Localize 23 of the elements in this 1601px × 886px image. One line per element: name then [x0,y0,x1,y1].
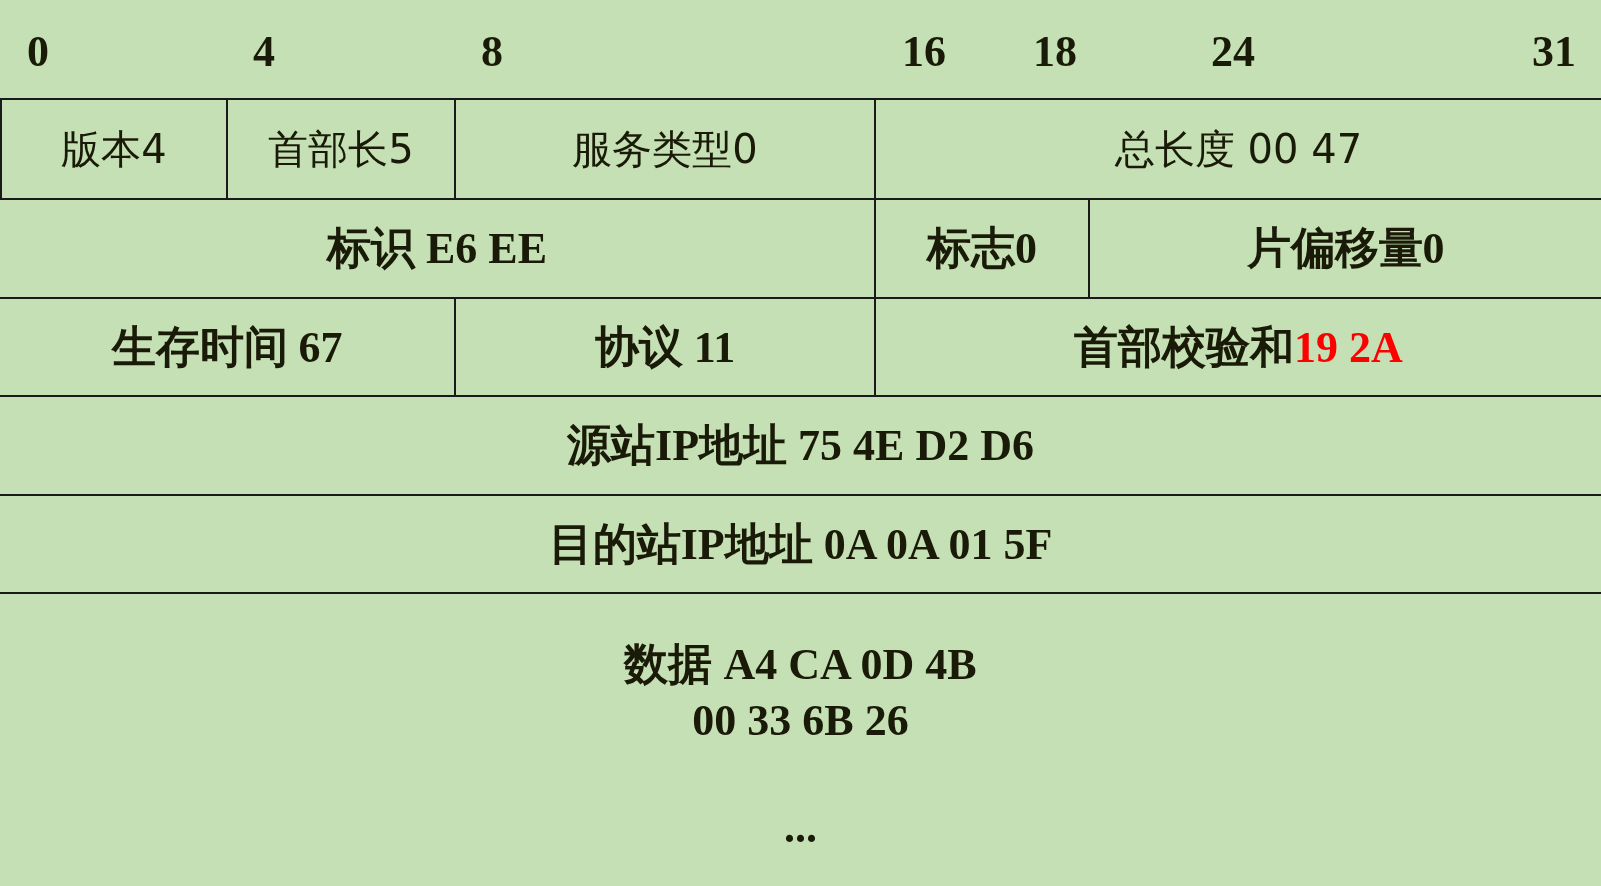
bit-number: 16 [902,25,946,77]
field-text: 源站IP地址 75 4E D2 D6 [567,420,1034,472]
bit-number: 31 [1532,25,1576,77]
field-text: 首部长5 [268,124,414,174]
field-text: 数据 A4 CA 0D 4B 00 33 6B 26 [622,639,978,747]
checksum-value: 19 2A [1294,321,1403,373]
bit-number: 4 [253,25,275,77]
bit-number: 24 [1211,25,1255,77]
bit-number: 0 [27,25,49,77]
field-text: 总长度 00 47 [1114,124,1363,174]
field-text: 协议 11 [594,321,736,374]
field-text: 片偏移量0 [1246,223,1445,275]
field-cell [0,98,228,200]
field-text: 生存时间 67 [111,321,343,374]
field-text: 标识 E6 EE [326,223,547,275]
field-text: 版本4 [61,124,167,174]
field-text: ... [784,802,817,853]
bit-number: 18 [1033,25,1077,77]
field-text: 服务类型0 [572,124,758,174]
bit-number: 8 [481,25,503,77]
field-text: 首部校验和 [1074,321,1295,374]
field-text: 标志0 [927,223,1037,275]
field-text: 目的站IP地址 0A 0A 01 5F [548,518,1053,571]
